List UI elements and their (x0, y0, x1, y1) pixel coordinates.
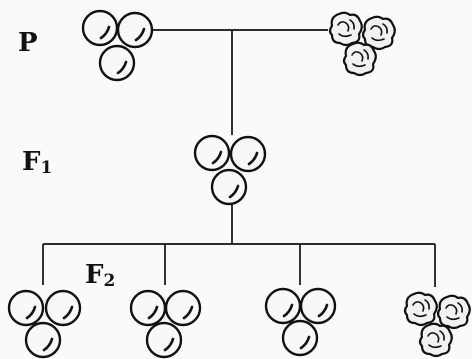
smooth-pea (98, 44, 136, 82)
smooth-pea (44, 289, 82, 327)
wrinkled-pea (342, 41, 377, 77)
f2-group-4-wrinkled (403, 291, 471, 358)
smooth-pea (229, 135, 267, 173)
smooth-pea (145, 321, 183, 359)
smooth-pea (281, 319, 319, 357)
label-f2: F2 (85, 260, 115, 291)
cross-lines (42, 29, 436, 287)
smooth-pea (24, 321, 62, 359)
label-f1: F1 (22, 147, 52, 178)
wrinkled-pea (418, 322, 453, 358)
smooth-pea (7, 289, 45, 327)
wrinkled-pea (328, 11, 363, 47)
f2-group-3-smooth (264, 287, 337, 357)
smooth-pea (264, 287, 302, 325)
smooth-pea (210, 168, 248, 206)
smooth-pea (81, 9, 119, 47)
p-smooth-seeds (81, 9, 154, 82)
wrinkled-pea (403, 291, 438, 327)
smooth-pea (164, 289, 202, 327)
f2-group-2-smooth (129, 289, 202, 359)
smooth-pea (129, 289, 167, 327)
label-p: P (18, 28, 38, 58)
p-wrinkled-seeds (328, 11, 396, 77)
smooth-pea (299, 287, 337, 325)
f2-group-1-smooth (7, 289, 82, 359)
smooth-pea (193, 134, 231, 172)
f1-seeds (193, 134, 267, 206)
smooth-pea (116, 11, 154, 49)
wrinkled-pea (436, 294, 471, 330)
